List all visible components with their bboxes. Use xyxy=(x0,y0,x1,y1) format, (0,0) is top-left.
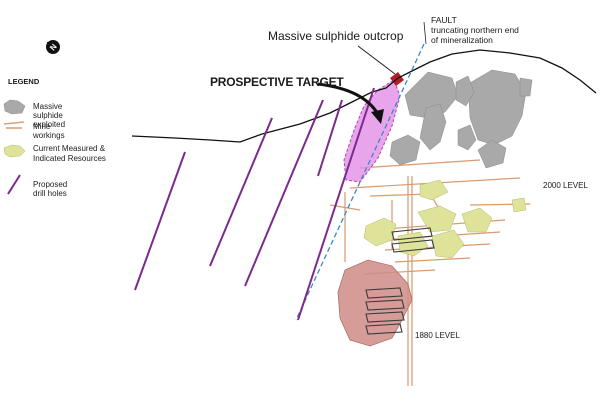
massive-sulphide-exploited-bodies xyxy=(389,69,533,169)
exploited-body xyxy=(419,103,447,151)
resource-bodies xyxy=(363,179,527,259)
legend-swatch-exploited xyxy=(3,99,26,115)
fault-label: FAULT truncating northern end of mineral… xyxy=(431,15,519,45)
exploited-body xyxy=(519,77,533,97)
resource-body xyxy=(511,197,527,213)
drill-hole xyxy=(317,99,343,177)
exploited-body xyxy=(467,69,527,146)
legend-label: Massive sulphide exploited xyxy=(33,102,66,129)
resource-body xyxy=(417,205,457,233)
resource-body xyxy=(397,231,429,257)
proposed-drill-holes xyxy=(134,87,375,321)
drill-hole xyxy=(244,99,324,287)
level-2000-label: 2000 LEVEL xyxy=(543,181,588,190)
exploited-body xyxy=(477,139,507,169)
exploited-body xyxy=(389,134,421,166)
fault-title: FAULT xyxy=(431,15,457,25)
fault-desc-line1: truncating northern end xyxy=(431,25,519,35)
ground-surface xyxy=(131,49,597,143)
resource-body xyxy=(461,207,493,233)
prospective-target-label: PROSPECTIVE TARGET xyxy=(210,75,344,89)
ramp-loop xyxy=(365,311,405,323)
north-arrow-icon: N xyxy=(46,40,60,54)
ramp-loop xyxy=(365,299,405,311)
exploited-body xyxy=(404,71,459,119)
svg-text:N: N xyxy=(48,42,59,52)
fault-desc-line2: of mineralization xyxy=(431,35,493,45)
legend-swatch-drill xyxy=(7,174,21,195)
spiral-ramp xyxy=(365,227,435,335)
drill-hole xyxy=(134,151,186,291)
resource-body xyxy=(363,217,397,247)
resource-body xyxy=(419,179,449,201)
legend-label: Mine workings xyxy=(33,122,65,140)
resource-body xyxy=(431,229,465,259)
drill-hole xyxy=(297,87,375,321)
outcrop-label: Massive sulphide outcrop xyxy=(268,29,404,43)
legend-swatch-workings xyxy=(3,121,25,129)
ramp-upper xyxy=(391,227,433,241)
legend-label: Current Measured & Indicated Resources xyxy=(33,144,106,163)
legend-swatch-resources xyxy=(3,144,26,158)
ramp-loop xyxy=(365,287,403,299)
legend-label: Proposed drill holes xyxy=(33,180,68,198)
drill-hole xyxy=(209,117,273,267)
fault-pointer xyxy=(423,21,427,45)
legend-swatches xyxy=(3,99,26,195)
fault-line xyxy=(295,43,425,321)
ramp-upper xyxy=(391,239,435,253)
target-arrow-icon xyxy=(317,82,384,124)
working-drift xyxy=(394,257,471,263)
ramp-loop xyxy=(365,323,403,335)
working-drift xyxy=(359,159,481,169)
exploited-body xyxy=(455,75,475,107)
level-1880-label: 1880 LEVEL xyxy=(415,331,460,340)
outcrop-pointer xyxy=(357,45,396,75)
exploited-body xyxy=(457,124,477,151)
legend-title: LEGEND xyxy=(8,77,40,86)
